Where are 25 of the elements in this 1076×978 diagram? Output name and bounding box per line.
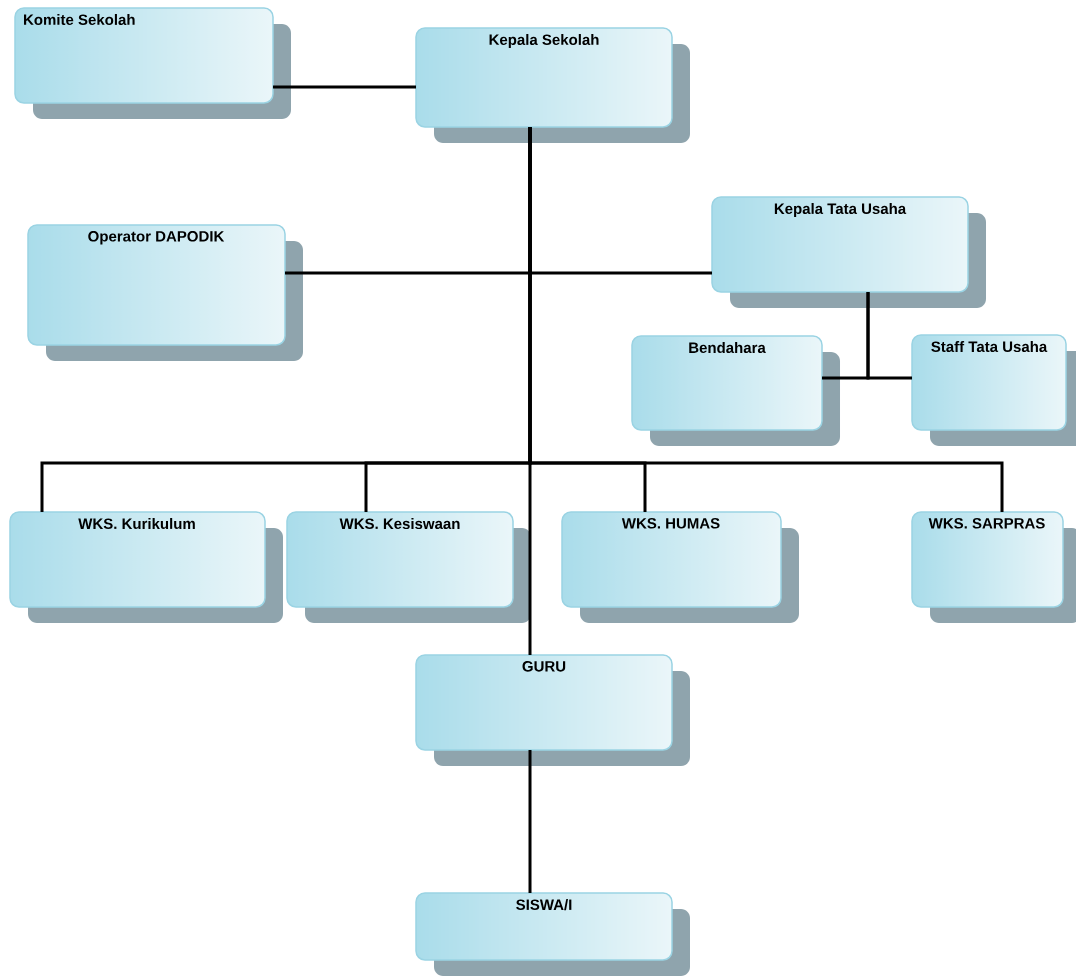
org-box: Kepala Sekolah [415, 27, 690, 143]
node-label: Bendahara [689, 342, 766, 354]
org-box: WKS. SARPRAS [911, 511, 1076, 623]
org-box: WKS. Kurikulum [9, 511, 283, 623]
org-box: Staff Tata Usaha [911, 334, 1076, 446]
node-label: WKS. SARPRAS [928, 518, 1045, 529]
node-label: Staff Tata Usaha [931, 341, 1048, 353]
node-label: Komite Sekolah [24, 14, 135, 26]
connector-line [866, 292, 912, 380]
node-label: SISWA/I [516, 899, 572, 911]
node-label: WKS. Kurikulum [78, 518, 195, 530]
node-label: WKS. Kesiswaan [339, 518, 460, 530]
node-label: WKS. HUMAS [621, 518, 720, 529]
org-box: SISWA/I [415, 892, 690, 976]
org-box: WKS. Kesiswaan [286, 511, 531, 623]
org-box: WKS. HUMAS [561, 511, 799, 623]
org-box: Kepala Tata Usaha [711, 196, 986, 308]
org-box: Operator DAPODIK [27, 224, 303, 361]
node-label: GURU [522, 661, 566, 672]
connector-line [273, 85, 416, 89]
org-box: GURU [415, 654, 690, 766]
connector-line [528, 127, 532, 655]
org-box: Komite Sekolah [14, 7, 291, 119]
org-box: Bendahara [631, 335, 840, 446]
connector-line [528, 750, 532, 893]
